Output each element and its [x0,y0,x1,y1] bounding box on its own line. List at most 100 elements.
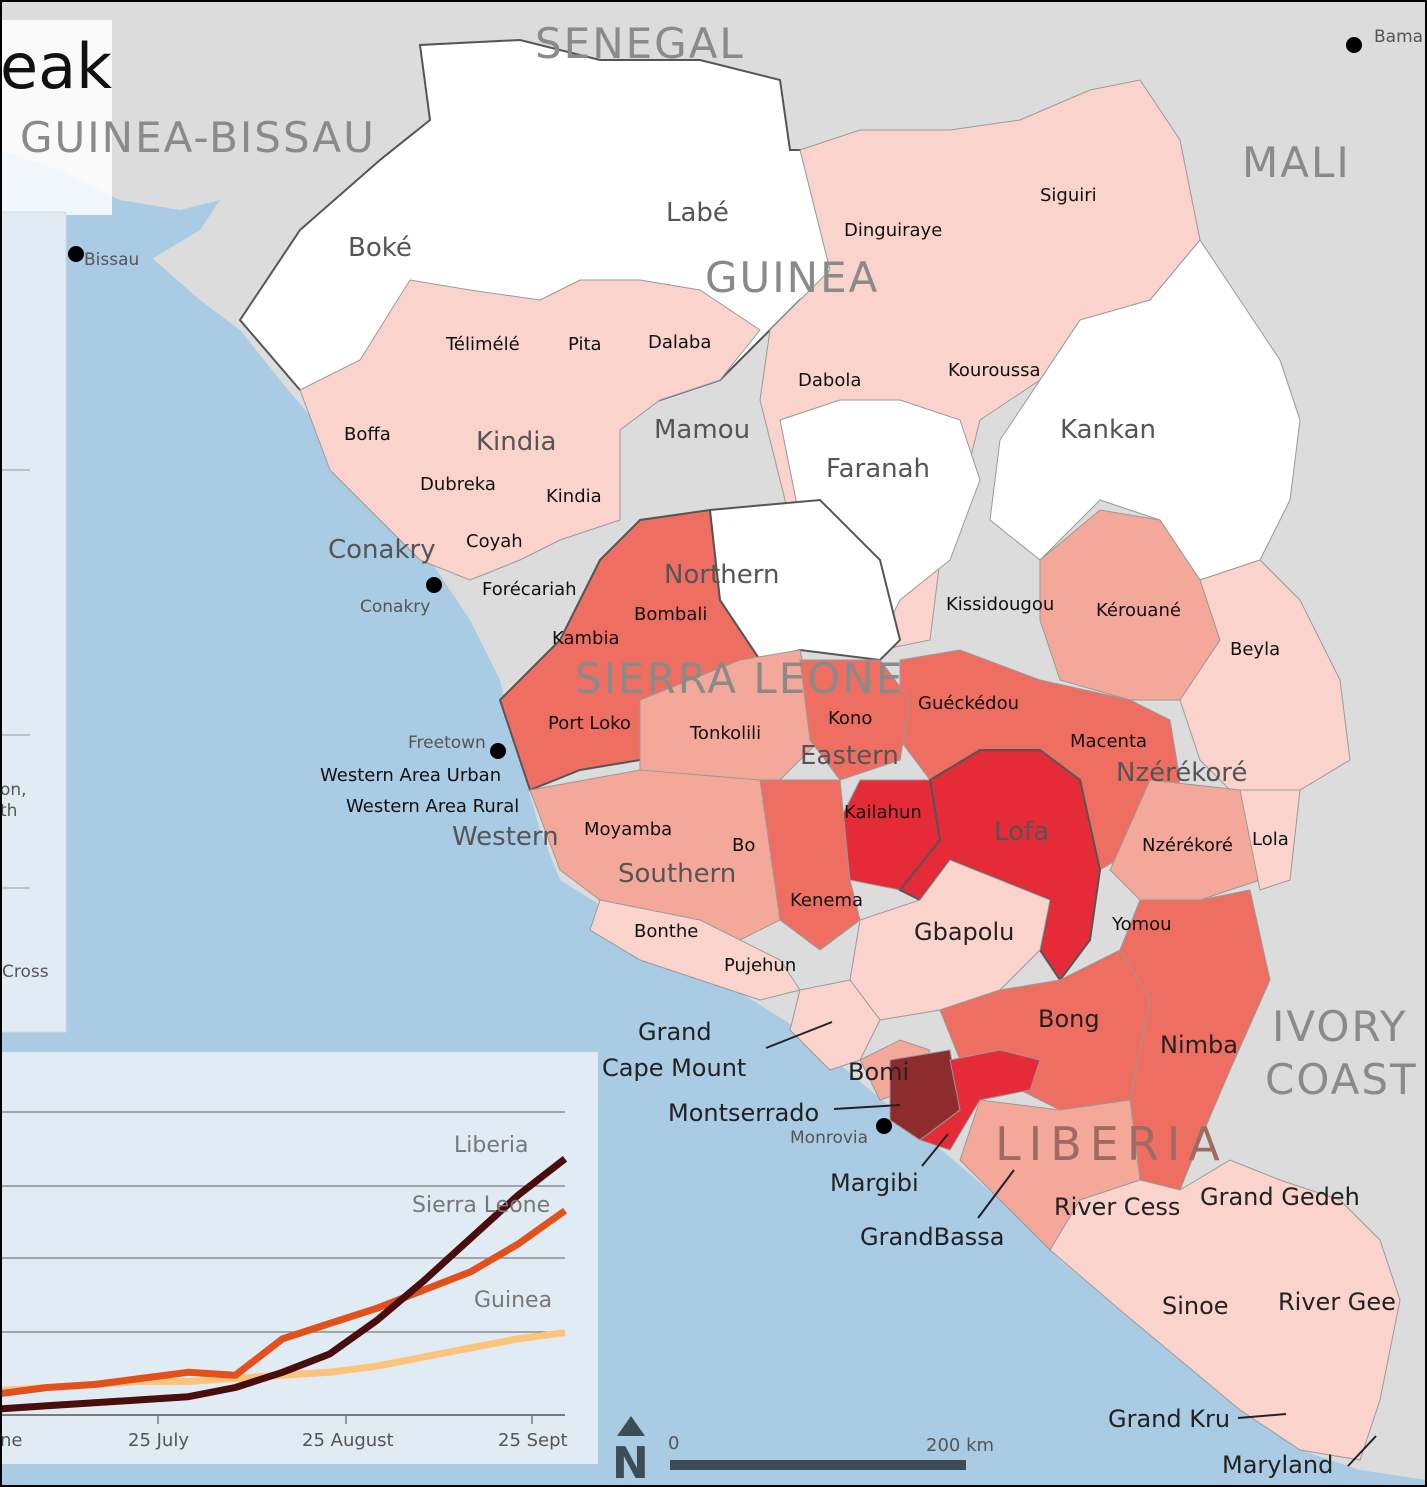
city-dot-monrovia [876,1118,892,1134]
county-label: Grand [638,1018,712,1046]
county-label: Montserrado [668,1099,819,1127]
region-label-conakry: Conakry [328,535,436,565]
district-label: Dabola [798,370,861,391]
leader-line [833,1104,901,1110]
series-line-liberia [0,1156,568,1413]
sl-bonthe-low [589,899,801,1001]
district-label: Boffa [344,424,391,445]
district-label: Kissidougou [946,594,1054,615]
guinea-kankan-none [989,239,1301,581]
district-label: Tonkolili [689,723,761,744]
district-label: Dubreka [420,474,496,495]
district-label: Moyamba [584,819,672,840]
county-label: Grand Kru [1108,1405,1230,1433]
district-label: Bo [732,835,755,856]
city-dot-conakry [426,577,442,593]
north-arrow-icon: N [612,1438,649,1487]
district-label: Yomou [1111,914,1172,935]
district-label: Dinguiraye [844,220,942,241]
city-label-conakry: Conakry [360,597,430,617]
county-label: River Gee [1278,1288,1396,1316]
region-label-northern: Northern [664,560,779,590]
district-label: Coyah [466,531,523,552]
district-label: Kouroussa [948,360,1041,381]
x-tick: 25 August [302,1430,394,1451]
north-arrow-head [617,1416,645,1436]
series-label-guinea: Guinea [474,1288,552,1313]
country-label-guinea: GUINEA [705,253,879,302]
county-label: Sinoe [1162,1292,1229,1320]
series-label-liberia: Liberia [454,1133,529,1158]
county-label: Maryland [1222,1451,1333,1479]
district-label: Télimélé [445,334,520,355]
district-label: Kailahun [844,802,922,823]
county-label: GrandBassa [860,1223,1005,1251]
district-label: Kono [828,708,872,729]
district-label: Kenema [790,890,863,911]
country-label-coast: COAST [1265,1055,1418,1104]
city-dot-freetown [490,743,506,759]
sidebar-panel [0,211,67,1033]
district-label: Bonthe [634,921,698,942]
country-label-ivory: IVORY [1272,1002,1408,1051]
county-label: Gbapolu [914,918,1014,946]
city-dot-bamako [1346,37,1362,53]
district-label: Nzérékoré [1142,835,1233,856]
district-label: Faranah [826,454,930,484]
city-dot-bissau [68,246,84,262]
county-label: Bomi [848,1058,909,1086]
country-label-sierra-leone: SIERRA LEONE [575,654,904,703]
district-label: Macenta [1070,731,1147,752]
district-label: Kankan [1060,415,1156,445]
region-label-eastern: Eastern [800,741,899,771]
country-label-guinea-bissau: GUINEA-BISSAU [20,113,376,162]
district-label: Beyla [1230,639,1280,660]
district-label: Boké [348,233,412,263]
city-label-freetown: Freetown [408,733,486,753]
series-label-sierra-leone: Sierra Leone [412,1193,550,1218]
region-label-southern: Southern [618,859,736,889]
district-label: Lola [1252,829,1289,850]
district-label: Kindia [546,486,602,507]
district-label: Forécariah [482,579,577,600]
district-label: Kérouané [1096,600,1181,621]
chart-grid [0,1111,565,1424]
district-label: Guéckédou [918,693,1019,714]
district-label: Port Loko [548,713,631,734]
sl-kono-high [799,659,911,781]
sidebar-text: th [0,801,17,821]
chart-lines [0,1156,568,1413]
leader-line [1237,1413,1287,1419]
county-label: Nimba [1160,1031,1238,1059]
leader-line [765,1021,833,1049]
district-label: Mamou [654,415,750,445]
district-label: Western Area Rural [346,796,519,817]
country-label-senegal: SENEGAL [535,19,745,68]
country-label-liberia: LIBERIA [995,1117,1228,1171]
city-label-monrovia: Monrovia [790,1128,868,1148]
series-line-sierra-leone [0,1207,568,1398]
county-label: Grand Gedeh [1200,1183,1360,1211]
x-tick: 25 Sept [498,1430,568,1451]
leader-line [977,1169,1015,1219]
region-label-western: Western [452,822,559,852]
title-fragment: eak [0,30,112,103]
county-label: Bong [1038,1005,1100,1033]
district-label: Dalaba [648,332,711,353]
city-label-bamako: Bama [1374,27,1423,47]
district-label: Pujehun [724,955,796,976]
x-tick: 25 July [128,1430,189,1451]
city-label-bissau: Bissau [84,250,139,270]
scale-bar [670,1460,966,1470]
leader-line [1347,1435,1377,1467]
district-label: Siguiri [1040,185,1097,206]
county-label: Cape Mount [602,1054,746,1082]
leader-line [921,1133,949,1167]
district-label: Kindia [476,427,556,457]
guinea-northwest-low [299,279,761,581]
lib-southeast-low [1049,1159,1401,1461]
x-tick: ne [0,1430,22,1451]
